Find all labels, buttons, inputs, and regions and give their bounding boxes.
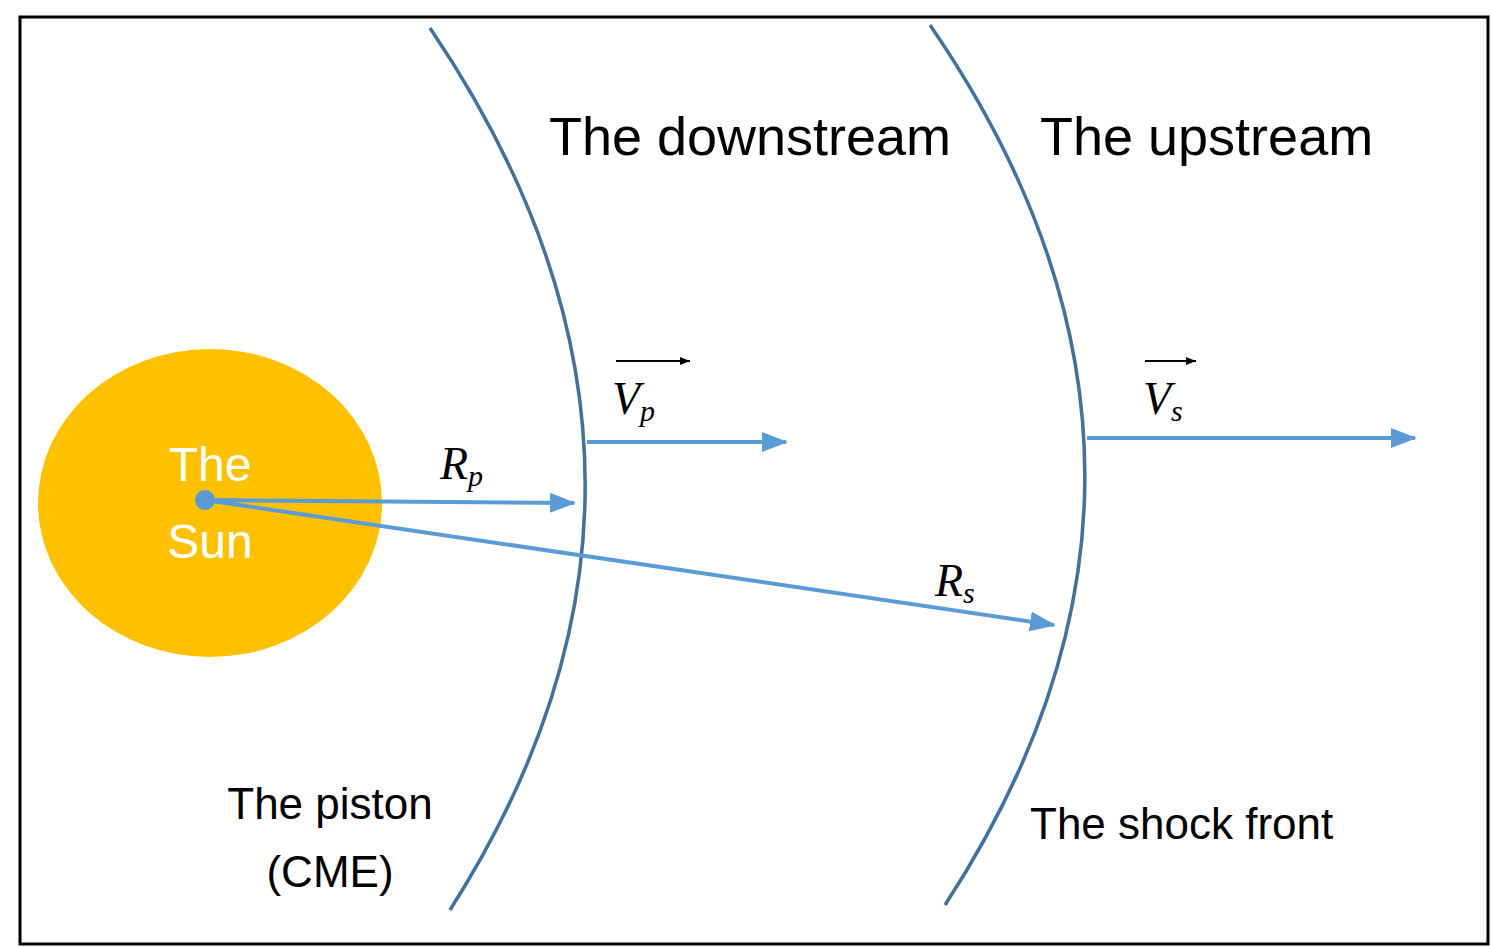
sun-center-dot (195, 490, 215, 510)
velocity-arrow (587, 440, 786, 444)
frame-border (20, 17, 1488, 944)
part-label: The shock front (1030, 798, 1333, 851)
part-label: The piston (CME) (215, 770, 445, 906)
vector-symbol: Vp (612, 371, 655, 439)
velocity-arrow (1087, 436, 1415, 440)
vector-accent (616, 360, 690, 362)
vector-accent (1145, 360, 1196, 362)
vector-symbol: Vs (1143, 371, 1183, 439)
sun-ellipse (38, 349, 382, 657)
region-label: The downstream (549, 104, 951, 169)
node-title: The Sun (135, 426, 285, 580)
vector-symbol: Rs (935, 553, 975, 621)
region-label: The upstream (1040, 104, 1373, 169)
vector-symbol: Rp (440, 436, 483, 504)
